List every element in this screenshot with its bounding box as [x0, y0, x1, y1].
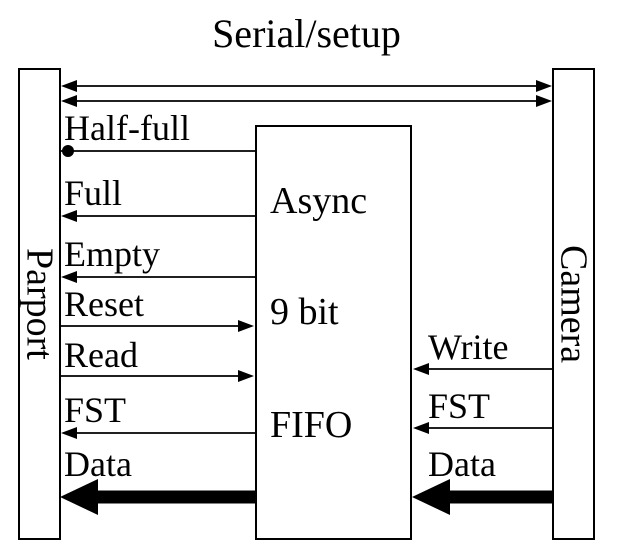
- data-right-thick-arrow: [412, 479, 552, 515]
- signal-label-fst-left: FST: [64, 390, 127, 430]
- diagram-title: Serial/setup: [212, 11, 401, 56]
- serial-setup-arrow-2: [61, 95, 552, 107]
- signal-label-write: Write: [428, 327, 509, 367]
- serial-setup-arrow-1: [61, 80, 552, 92]
- reset-arrow: [61, 320, 254, 332]
- signal-label-reset: Reset: [64, 284, 144, 324]
- full-arrow: [61, 210, 255, 222]
- signal-label-data-left: Data: [64, 444, 132, 484]
- fifo-label-async: Async: [270, 180, 368, 222]
- fifo-block: Async 9 bit FIFO: [255, 125, 412, 540]
- half-full-dot: [62, 145, 74, 157]
- parport-block: Parport: [18, 68, 61, 540]
- signal-label-read: Read: [64, 335, 138, 375]
- half-full-line: [61, 145, 255, 157]
- fst-left-arrow: [61, 427, 255, 439]
- empty-arrow: [61, 271, 255, 283]
- write-arrow: [413, 363, 552, 375]
- fst-right-arrow: [413, 422, 552, 434]
- signal-label-full: Full: [64, 173, 123, 213]
- signal-label-empty: Empty: [64, 234, 160, 274]
- fifo-label-fifo: FIFO: [270, 404, 353, 446]
- signal-label-data-right: Data: [428, 444, 496, 484]
- signal-label-half-full: Half-full: [64, 108, 190, 148]
- fifo-label-9bit: 9 bit: [270, 291, 339, 333]
- data-left-thick-arrow: [60, 479, 255, 515]
- camera-block: Camera: [552, 68, 595, 540]
- parport-label: Parport: [18, 248, 61, 360]
- camera-label: Camera: [552, 244, 595, 364]
- signal-label-fst-right: FST: [428, 386, 491, 426]
- read-arrow: [61, 370, 254, 382]
